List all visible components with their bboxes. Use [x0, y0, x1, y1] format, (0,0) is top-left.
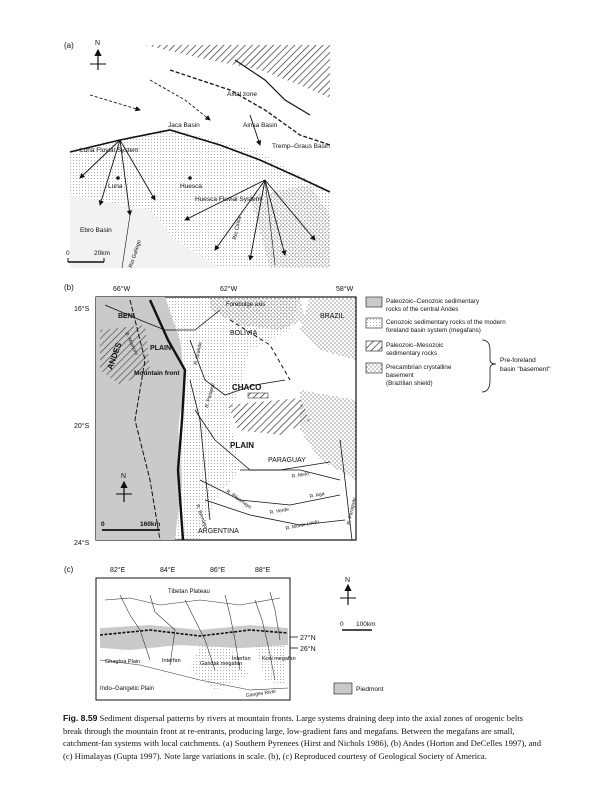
lon-86e-label: 86°E — [210, 566, 226, 574]
panel-b-scale-zero: 0 — [101, 521, 105, 528]
panel-a-north-label: N — [95, 40, 100, 47]
lat-16s-label: 16°S — [74, 305, 90, 313]
legend-4-line3: (Brazilian shield) — [386, 380, 433, 387]
plain-label-1: PLAIN — [150, 345, 171, 352]
r-grande-label: R. Grande — [193, 341, 204, 365]
figure-8-59: (a) N Ax — [64, 40, 551, 701]
lon-84e-label: 84°E — [160, 566, 176, 574]
panel-b-label: (b) — [64, 283, 74, 292]
panel-c-map: (c) 82°E 84°E 86°E 88°E Tibetan Plateau … — [64, 565, 384, 701]
foreland-basin-area — [165, 297, 300, 540]
figure-number: Fig. 8.59 — [63, 713, 98, 723]
panel-c-north-label: N — [345, 577, 350, 584]
beni-label: BENI — [118, 313, 135, 320]
kosi-label: Kosi megafan — [262, 656, 296, 662]
himalayan-front-line — [99, 629, 289, 637]
lat-24s-label: 24°S — [74, 539, 90, 547]
lon-62w-label: 62°W — [220, 285, 238, 293]
legend-2-line1: Cenozoic sedimentary rocks of the modern — [386, 319, 506, 326]
chaco-label: CHACO — [232, 383, 261, 392]
panel-c-rivers — [99, 591, 289, 691]
panel-a-map: (a) N Ax — [64, 40, 331, 269]
lon-66w-label: 66°W — [113, 285, 131, 293]
bracket-label-1: Pre-foreland — [500, 357, 536, 364]
panel-b-legend: Paleozoic–Cenozoic sedimentary rocks of … — [365, 296, 551, 393]
mountain-front-line — [148, 299, 187, 541]
brazil-label: BRAZIL — [320, 313, 345, 320]
panel-a-river-arrows — [79, 79, 316, 261]
legend-4-line2: basement — [386, 372, 414, 379]
rio-cinca-label: Rio Cinca — [232, 215, 243, 240]
mountain-front-label: Mountain front — [134, 370, 180, 377]
piedmont-legend-swatch — [333, 682, 353, 695]
lon-82e-label: 82°E — [110, 566, 126, 574]
figure-caption: Fig. 8.59 Sediment dispersal patterns by… — [63, 712, 543, 762]
panel-b-north-label: N — [121, 473, 126, 480]
panel-c-scale-zero: 0 — [340, 621, 344, 628]
r-aga-label: R. Aga — [309, 491, 325, 500]
tibetan-plateau-label: Tibetan Plateau — [168, 589, 210, 595]
axial-zone-label: Axial zone — [227, 91, 257, 98]
jaca-basin-label: Jaca Basin — [168, 122, 200, 129]
legend-swatch-andes — [365, 296, 383, 308]
panel-b-scale-length: 160km — [140, 521, 160, 528]
lon-58w-label: 58°W — [336, 285, 354, 293]
panel-a-scale-zero: 0 — [66, 250, 70, 257]
legend-swatch-paleozoic — [365, 340, 383, 352]
lat-26n-label: 26°N — [300, 645, 316, 653]
legend-4-line1: Precambrian crystalline — [386, 364, 452, 371]
interfan-label-2: Interfan — [232, 656, 251, 662]
legend-1-line2: rocks of the central Andes — [386, 306, 458, 313]
tremp-basin-label: Tremp–Graus Basin — [272, 143, 330, 150]
legend-3-line1: Paleozoic–Mesozoic — [386, 342, 443, 349]
lat-20s-label: 20°S — [74, 422, 90, 430]
ainsa-basin-label: Ainsa Basin — [243, 122, 278, 129]
huesca-label: Huesca — [180, 183, 202, 190]
piedmont-legend-label: Piedmont — [356, 686, 384, 693]
lat-27n-label: 27°N — [300, 634, 316, 642]
indo-gangetic-label: Indo–Gangetic Plain — [100, 686, 154, 692]
axial-zone-area — [145, 45, 330, 98]
argentina-label: ARGENTINA — [198, 528, 239, 535]
ganges-label: Ganges River — [245, 689, 276, 699]
lon-88e-label: 88°E — [255, 566, 271, 574]
panel-c-label: (c) — [64, 565, 74, 574]
kosi-megafan-area — [255, 645, 285, 685]
panel-c-scale-length: 100km — [356, 621, 376, 628]
legend-swatch-foreland — [365, 317, 383, 329]
huesca-fluvial-label: Huesca Fluvial System — [195, 196, 261, 203]
r-melo-label: R. Melo — [291, 471, 309, 480]
panel-a-scale-length: 20km — [94, 250, 110, 257]
legend-1-line1: Paleozoic–Cenozoic sedimentary — [386, 298, 480, 305]
panel-b-map: (b) 66°W 62°W 58°W 16°S 20°S 24°S — [64, 283, 551, 547]
ebro-basin-label: Ebro Basin — [80, 227, 112, 234]
luna-fluvial-label: Luna Fluvial System — [80, 147, 139, 154]
forebulge-area — [210, 297, 305, 330]
r-paraguay-label: R. Paraguay — [346, 496, 358, 525]
legend-bracket — [481, 339, 497, 393]
panel-a-label: (a) — [64, 41, 74, 50]
paleozoic-area — [228, 398, 310, 435]
gandak-label: Gandak megafan — [200, 661, 242, 667]
legend-2-line2: foreland basin system (megafans) — [386, 327, 481, 334]
r-verde-label: R. Verde — [269, 507, 289, 516]
bolivia-label: BOLIVIA — [230, 330, 258, 337]
legend-swatch-precambrian — [365, 362, 383, 374]
forebulge-label: Forebulge axis — [226, 302, 265, 308]
luna-label: Luna — [108, 183, 123, 190]
paraguay-label: PARAGUAY — [268, 457, 306, 464]
panel-b-rivers — [104, 304, 353, 541]
bracket-label-2: basin "basement" — [500, 366, 551, 373]
interfan-label-1: Interfan — [162, 658, 181, 664]
ghaghra-label: Ghaghra Plain — [105, 659, 140, 665]
legend-3-line2: sedimentary rocks — [386, 350, 437, 357]
plain-label-2: PLAIN — [230, 441, 254, 450]
gandak-megafan-area — [190, 645, 250, 690]
caption-text: Sediment dispersal patterns by rivers at… — [63, 713, 542, 761]
